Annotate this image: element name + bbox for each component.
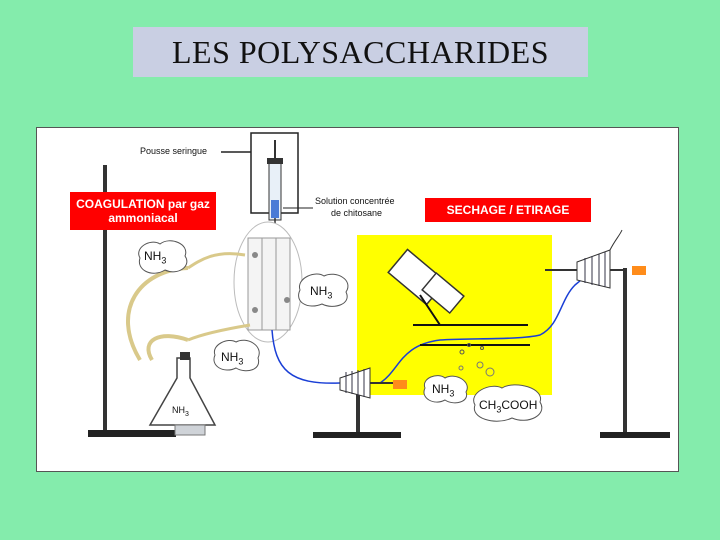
- label-coagulation: COAGULATION par gaz ammoniacal: [70, 192, 216, 230]
- cloud-nh3-right: [423, 375, 468, 404]
- label-nh3-lower: NH3: [221, 350, 244, 367]
- cloud-nh3-lower: [213, 339, 260, 372]
- label-nh3-right: NH3: [432, 382, 455, 399]
- left-stand-base: [88, 430, 176, 437]
- label-ch3cooh: CH3COOH: [479, 398, 538, 415]
- cloud-ch3cooh: [473, 384, 543, 422]
- label-nh3-middle: NH3: [310, 284, 333, 301]
- orange-clamp-right: [632, 266, 646, 275]
- fiber-line: [271, 266, 611, 384]
- label-solution-line1: Solution concentrée: [315, 196, 395, 206]
- funnel-left: [339, 367, 371, 399]
- label-coagulation-text: COAGULATION par gaz ammoniacal: [76, 197, 210, 225]
- cloud-nh3-top: [138, 240, 188, 274]
- label-nh3-flask: NH3: [172, 405, 189, 418]
- label-solution-line2: de chitosane: [331, 208, 383, 218]
- label-nh3-top: NH3: [144, 249, 167, 266]
- title-box: LES POLYSACCHARIDES: [133, 27, 588, 77]
- middle-stand-base: [313, 432, 401, 438]
- right-stand-base: [600, 432, 670, 438]
- page-title: LES POLYSACCHARIDES: [171, 34, 549, 70]
- label-pousse-seringue: Pousse seringue: [140, 146, 208, 156]
- drying-apparatus: [387, 248, 530, 355]
- orange-clamp-left: [393, 380, 407, 389]
- cloud-nh3-middle: [298, 273, 349, 307]
- drying-zone: [357, 235, 552, 395]
- label-sechage: SECHAGE / ETIRAGE: [425, 198, 591, 222]
- gas-tube: [126, 266, 189, 362]
